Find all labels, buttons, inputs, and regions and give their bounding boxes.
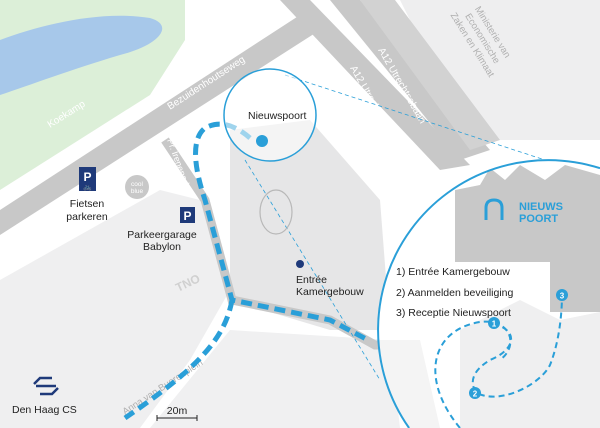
inner-route-2 — [471, 294, 563, 398]
road-a12-2[interactable] — [360, 0, 500, 150]
road-clauslaan[interactable] — [280, 0, 470, 170]
marker-3: 3 — [556, 289, 568, 301]
svg-text:Kamergebouw: Kamergebouw — [296, 286, 364, 298]
bicycle-icon: 🚲 — [83, 184, 92, 191]
detail-circle-outline — [377, 159, 600, 428]
zoom-connector-line — [284, 74, 546, 161]
block-west — [0, 190, 230, 428]
svg-text:P: P — [183, 209, 191, 223]
bike-parking-icon — [79, 167, 96, 191]
kamergebouw-block — [230, 120, 390, 330]
step-2: 2) Aanmelden beveiliging — [396, 287, 513, 299]
svg-text:parkeren: parkeren — [66, 211, 108, 223]
nieuwspoort-highlight[interactable] — [223, 68, 317, 162]
bike-parking-label: Fietsen — [70, 198, 105, 210]
inner-block — [460, 300, 600, 428]
svg-text:2: 2 — [473, 390, 478, 399]
pond — [0, 15, 163, 96]
svg-text:POORT: POORT — [519, 213, 558, 225]
zoom-connector-line — [244, 159, 381, 381]
svg-text:1: 1 — [492, 320, 497, 329]
crest-icon — [259, 189, 293, 235]
inner-route — [434, 320, 512, 428]
marker-2: 2 — [469, 387, 481, 399]
station-label: Den Haag CS — [12, 404, 77, 416]
svg-text:blue: blue — [131, 188, 144, 195]
ns-logo-icon — [33, 376, 59, 396]
car-parking-icon — [180, 207, 195, 223]
nieuwspoort-logo: NIEUWS — [519, 201, 563, 213]
svg-text:Babylon: Babylon — [143, 241, 181, 253]
walking-route-station — [123, 299, 235, 421]
svg-text:P: P — [83, 170, 91, 184]
ministry-block — [400, 0, 600, 140]
entrance-dot — [296, 260, 304, 268]
scale-label: 20m — [167, 405, 188, 417]
step-3: 3) Receptie Nieuwspoort — [396, 307, 511, 319]
car-parking-label: Parkeergarage — [127, 229, 197, 241]
nieuwspoort-dot — [256, 135, 268, 147]
nieuwspoort-logo-icon — [484, 198, 504, 220]
block-south — [150, 330, 400, 428]
nieuwspoort-label: Nieuwspoort — [248, 110, 306, 122]
svg-text:3: 3 — [560, 292, 565, 301]
coolblue-logo — [125, 175, 149, 199]
marker-1: 1 — [488, 317, 500, 329]
svg-text:cool: cool — [131, 181, 143, 188]
step-1: 1) Entrée Kamergebouw — [396, 266, 510, 278]
entrance-label: Entrée — [296, 274, 327, 286]
